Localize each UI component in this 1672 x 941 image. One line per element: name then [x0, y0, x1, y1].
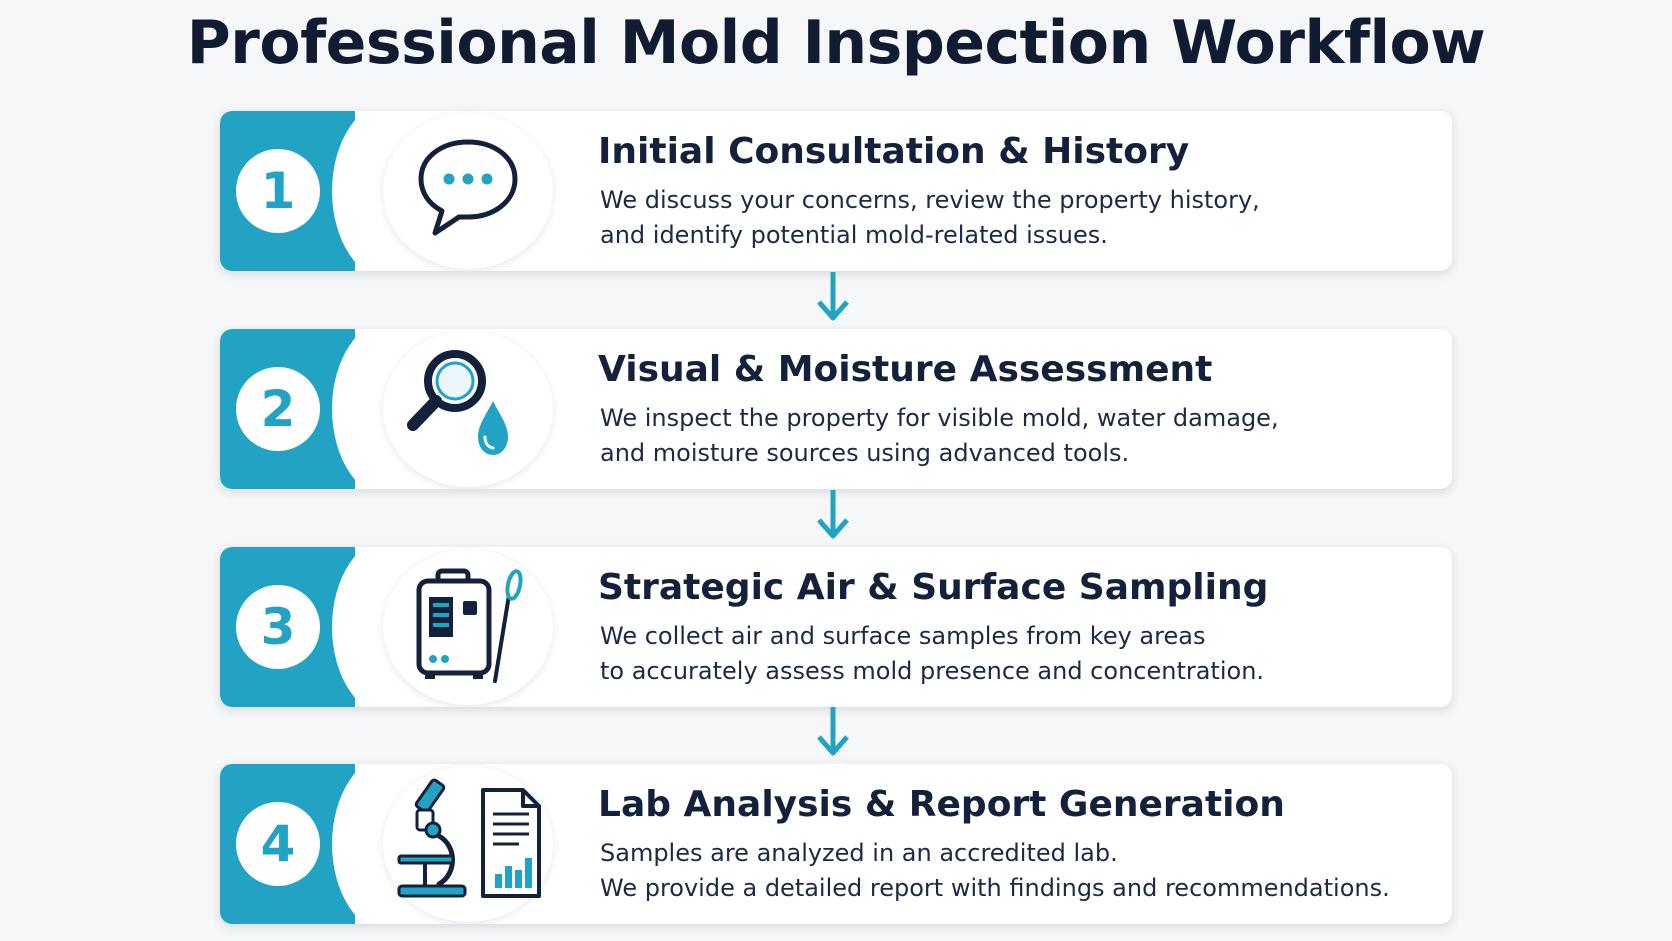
step-description-line: and moisture sources using advanced tool… — [600, 439, 1130, 467]
magnifier-water-drop-icon — [407, 350, 508, 455]
down-arrow-icon — [817, 707, 849, 756]
chat-bubble-icon — [418, 139, 518, 236]
step-number: 1 — [236, 149, 320, 233]
step-title: Initial Consultation & History — [598, 131, 1190, 172]
step-title: Strategic Air & Surface Sampling — [598, 567, 1269, 608]
step-description-line: We collect air and surface samples from … — [600, 622, 1206, 650]
icon-circle — [383, 113, 553, 269]
step-number: 4 — [236, 802, 320, 886]
step-title: Visual & Moisture Assessment — [598, 349, 1213, 390]
step-card-3: 3 Strategic Air & Surface Sampling We co… — [220, 547, 1452, 707]
air-sampler-swab-icon — [416, 568, 523, 683]
step-description-line: We inspect the property for visible mold… — [600, 404, 1279, 432]
step-description-line: We discuss your concerns, review the pro… — [600, 186, 1260, 214]
step-description-line: to accurately assess mold presence and c… — [600, 657, 1265, 685]
icon-circle — [383, 549, 553, 705]
step-number: 3 — [236, 585, 320, 669]
page-title: Professional Mold Inspection Workflow — [186, 8, 1486, 78]
step-description-line: and identify potential mold-related issu… — [600, 221, 1108, 249]
step-description: We inspect the property for visible mold… — [600, 401, 1279, 471]
step-number: 2 — [236, 367, 320, 451]
step-description-line: We provide a detailed report with findin… — [600, 874, 1390, 902]
step-card-2: 2 Visual & Moisture Assessment We inspec… — [220, 329, 1452, 489]
step-description: Samples are analyzed in an accredited la… — [600, 836, 1390, 906]
step-description-line: Samples are analyzed in an accredited la… — [600, 839, 1118, 867]
step-card-4: 4 Lab Analysis & Report Generation Sampl… — [220, 764, 1452, 924]
down-arrow-icon — [817, 490, 849, 539]
icon-circle — [383, 766, 553, 922]
step-title: Lab Analysis & Report Generation — [598, 784, 1285, 825]
icon-circle — [383, 331, 553, 487]
microscope-report-icon — [397, 778, 541, 898]
step-card-1: 1 Initial Consultation & History We disc… — [220, 111, 1452, 271]
step-description: We discuss your concerns, review the pro… — [600, 183, 1260, 253]
down-arrow-icon — [817, 272, 849, 321]
step-description: We collect air and surface samples from … — [600, 619, 1264, 689]
